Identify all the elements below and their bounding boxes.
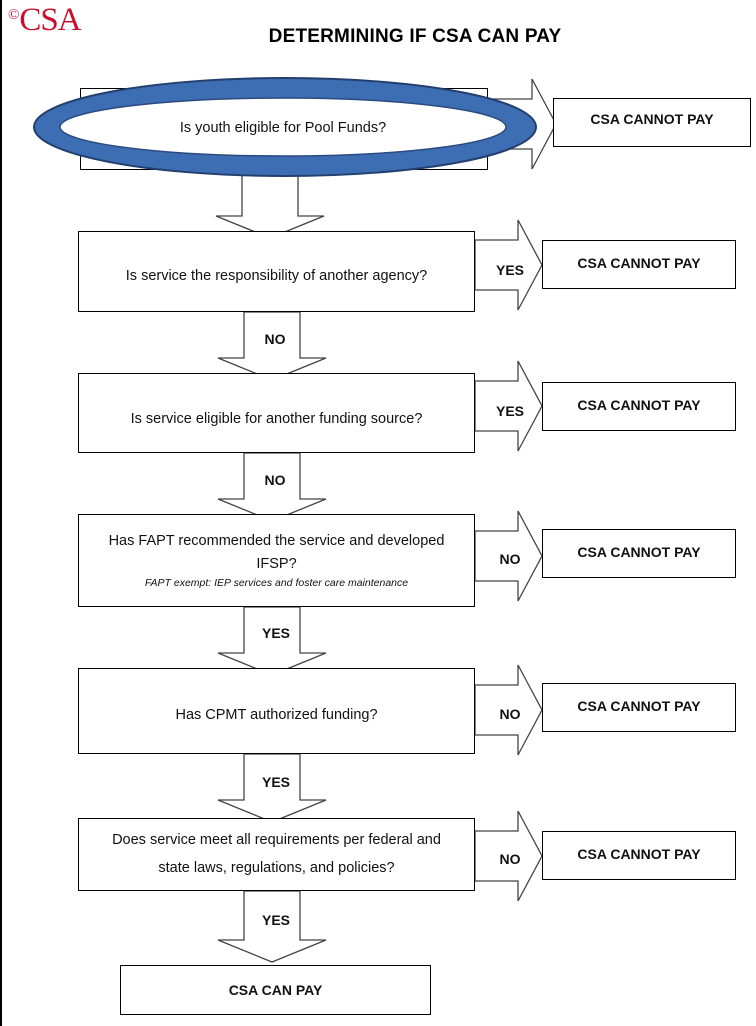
arrow-label-yes: YES (495, 262, 524, 278)
result-cannot-pay: CSA CANNOT PAY (542, 382, 736, 431)
page-title: DETERMINING IF CSA CAN PAY (268, 26, 562, 47)
arrow-label-no: NO (264, 472, 286, 488)
arrow-label-yes: YES (261, 912, 290, 928)
side-arrow (474, 219, 543, 311)
question-text: Is service eligible for another funding … (130, 410, 423, 427)
side-arrow (474, 810, 543, 902)
question-box-requirements: Does service meet all requirements per f… (78, 818, 475, 891)
arrow-label-no: NO (499, 851, 521, 867)
result-cannot-pay: CSA CANNOT PAY (542, 831, 736, 880)
question-box-other-funding: Is service eligible for another funding … (78, 373, 475, 453)
question-text: Has FAPT recommended the service and dev… (108, 533, 445, 572)
down-arrow (215, 169, 325, 239)
down-arrow (217, 311, 327, 381)
arrow-label-no: NO (264, 331, 286, 347)
down-arrow (217, 753, 327, 823)
question-box-cpmt: Has CPMT authorized funding? (78, 668, 475, 754)
side-arrow (474, 360, 543, 452)
result-cannot-pay: CSA CANNOT PAY (542, 683, 736, 732)
csa-logo: ©CSA (8, 2, 82, 38)
arrow-label-no: NO (499, 551, 521, 567)
logo-text: CSA (19, 2, 81, 38)
down-arrow (217, 452, 327, 522)
arrow-label-yes: YES (495, 403, 524, 419)
logo-mark: © (8, 7, 19, 23)
result-cannot-pay: CSA CANNOT PAY (542, 240, 736, 289)
fapt-exempt-note: FAPT exempt: IEP services and foster car… (144, 577, 409, 590)
highlighted-question-text: Is youth eligible for Pool Funds? (180, 120, 386, 136)
question-text: Has CPMT authorized funding? (175, 706, 378, 723)
result-cannot-pay: CSA CANNOT PAY (553, 98, 751, 147)
question-text: Does service meet all requirements per f… (112, 831, 441, 876)
down-arrow (217, 890, 327, 963)
arrow-label-no: NO (499, 706, 521, 722)
side-arrow (474, 664, 543, 756)
question-box-other-agency: Is service the responsibility of another… (78, 231, 475, 312)
side-arrow (474, 510, 543, 602)
arrow-label-yes: YES (261, 625, 290, 641)
question-box-fapt: Has FAPT recommended the service and dev… (78, 514, 475, 607)
question-text: Is service the responsibility of another… (125, 268, 428, 285)
highlight-ellipse-inner (59, 97, 507, 157)
result-cannot-pay: CSA CANNOT PAY (542, 529, 736, 578)
left-border-line (0, 0, 2, 1026)
result-can-pay: CSA CAN PAY (120, 965, 431, 1015)
arrow-label-yes: YES (261, 774, 290, 790)
down-arrow (217, 606, 327, 676)
